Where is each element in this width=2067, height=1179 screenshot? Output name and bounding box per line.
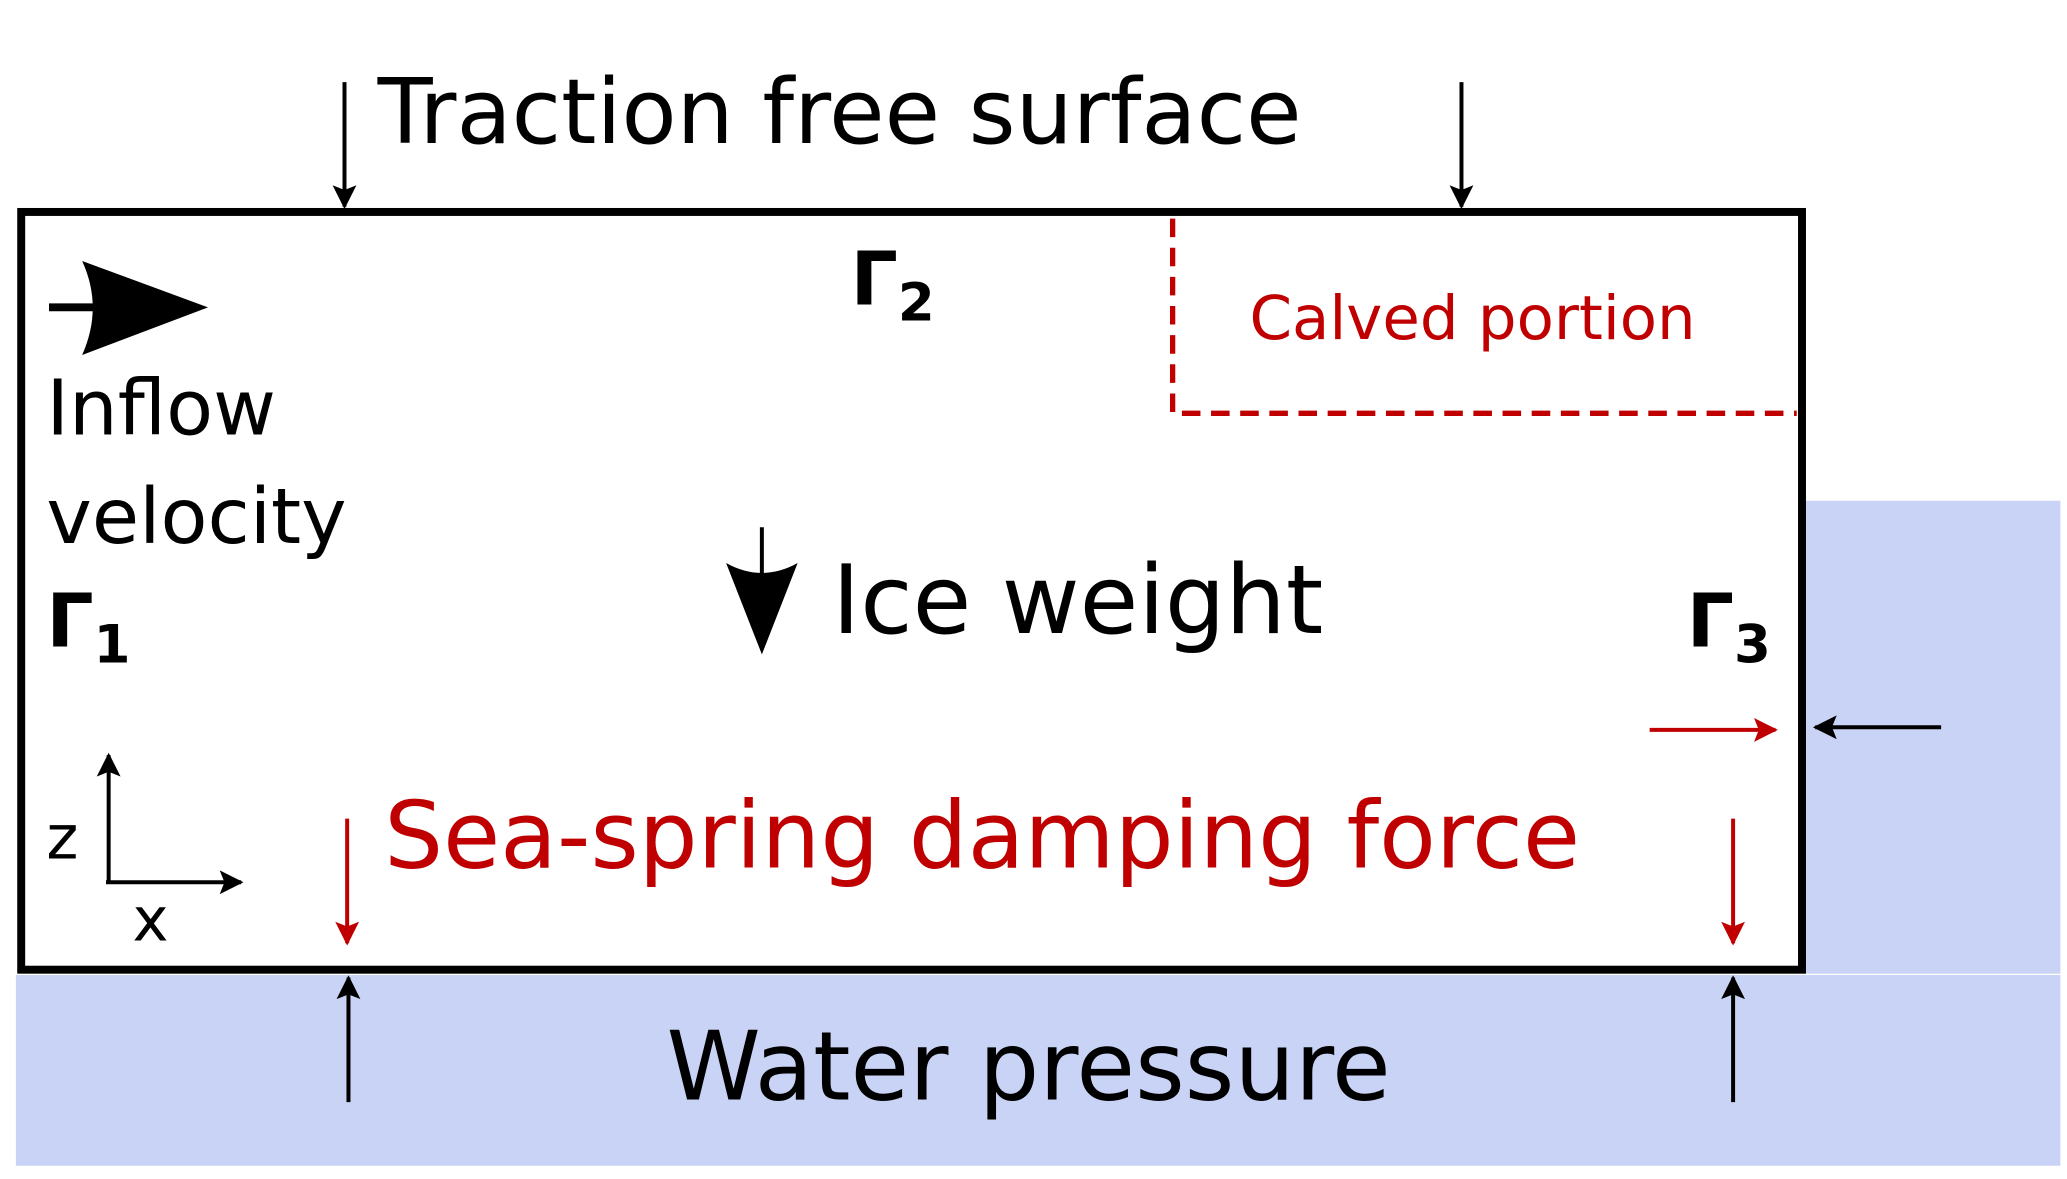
calved-portion-label: Calved portion [1249, 283, 1695, 354]
water-bottom [15, 974, 2061, 1166]
water-pressure-label: Water pressure [666, 1012, 1390, 1123]
ice-weight-arrow-icon [726, 527, 798, 655]
axis-z-label: z [46, 802, 78, 873]
gamma2-label: Γ2 [851, 237, 935, 334]
title-traction-free-surface: Traction free surface [377, 60, 1302, 165]
gamma3-label: Γ3 [1687, 578, 1771, 675]
ice-domain [17, 207, 1806, 974]
calved-portion-boundary [1169, 218, 1797, 416]
water-side [1802, 500, 2061, 974]
velocity-label: velocity [46, 473, 346, 562]
gamma1-label: Γ1 [46, 578, 130, 675]
inflow-arrow-icon [49, 260, 209, 356]
axes-icon [96, 752, 244, 895]
sea-spring-label: Sea-spring damping force [384, 782, 1580, 890]
axis-x-label: x [133, 885, 169, 956]
inflow-label: Inflow [46, 365, 276, 454]
ice-weight-label: Ice weight [832, 545, 1323, 656]
